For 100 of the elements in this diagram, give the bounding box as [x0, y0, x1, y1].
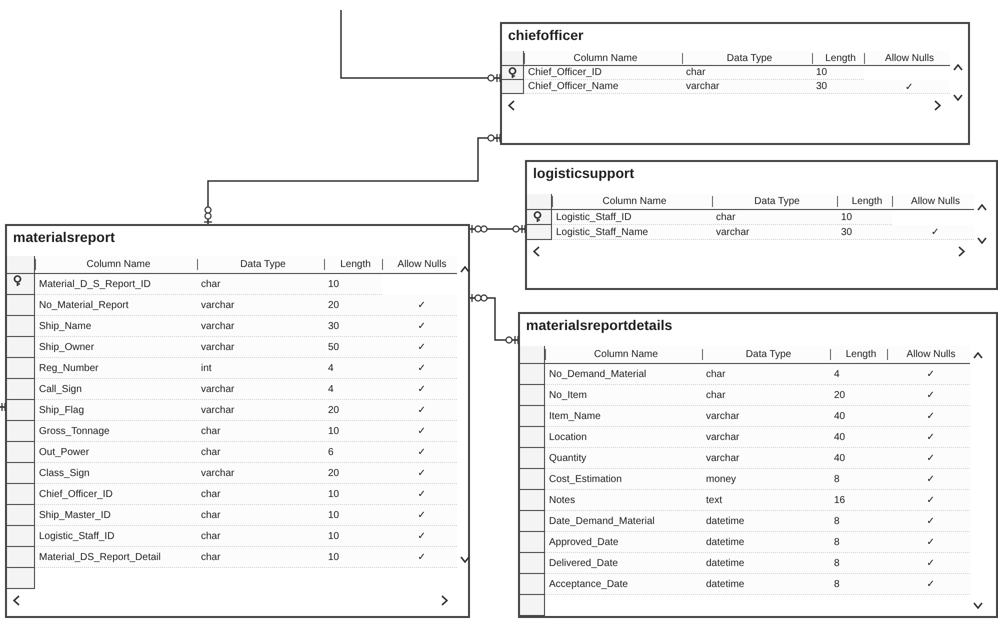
column-name: No_Demand_Material: [548, 368, 648, 380]
length-value: 40: [833, 432, 846, 442]
table-row: [527, 210, 892, 225]
data-type: varchar: [200, 300, 236, 310]
data-type: char: [200, 510, 222, 520]
column-name: Material_DS_Report_Detail: [38, 552, 162, 562]
check-mark: ✓: [416, 299, 426, 311]
length-value: 10: [327, 278, 340, 290]
table-title: logisticsupport: [533, 165, 634, 181]
data-type: datetime: [705, 578, 746, 590]
data-type: text: [705, 494, 724, 506]
table-card: [500, 22, 970, 145]
column-name: Ship_Flag: [38, 404, 86, 416]
data-type: int: [200, 362, 213, 374]
column-header: Allow Nulls: [864, 52, 950, 64]
table-row: [7, 484, 457, 505]
table-row: [520, 469, 970, 490]
data-type: varchar: [705, 432, 740, 442]
data-type: char: [200, 488, 222, 500]
table-title: materialsreportdetails: [526, 317, 672, 333]
check-mark: ✓: [416, 383, 426, 395]
relationship-line: [340, 10, 501, 83]
length-value: 8: [833, 474, 841, 484]
check-mark: ✓: [416, 467, 426, 479]
length-value: 10: [327, 426, 340, 436]
table-row: [520, 385, 970, 406]
table-row: [7, 547, 457, 568]
data-type: varchar: [200, 468, 236, 478]
check-mark: ✓: [926, 368, 936, 380]
column-name: Out_Power: [38, 446, 90, 458]
check-mark: ✓: [926, 578, 936, 590]
relationship-line: [0, 402, 6, 412]
check-mark: ✓: [416, 362, 426, 374]
check-mark: ✓: [926, 431, 936, 443]
length-value: 40: [833, 452, 846, 464]
check-mark: ✓: [904, 80, 914, 92]
table-row: [7, 526, 457, 547]
data-type: char: [200, 552, 222, 562]
column-header: Data Type: [197, 259, 324, 270]
column-name: Date_Demand_Material: [548, 516, 656, 526]
table-row: [7, 400, 457, 421]
column-name: Item_Name: [548, 410, 602, 422]
data-type: char: [200, 278, 222, 290]
column-name: No_Item: [548, 390, 588, 400]
check-mark: ✓: [416, 509, 426, 521]
column-name: Approved_Date: [548, 536, 620, 548]
table-row: [520, 427, 970, 448]
length-value: 6: [327, 446, 335, 458]
table-row: [7, 442, 457, 463]
length-value: 40: [833, 410, 846, 422]
length-value: 20: [327, 404, 340, 416]
data-type: char: [705, 368, 726, 380]
data-type: varchar: [715, 226, 750, 238]
table-title: chiefofficer: [508, 27, 584, 43]
table-row: [520, 490, 970, 511]
length-value: 4: [327, 384, 335, 394]
data-type: datetime: [705, 558, 746, 568]
column-header: Length: [324, 259, 382, 270]
data-type: char: [200, 426, 222, 436]
table-row: [520, 448, 970, 469]
data-type: varchar: [200, 384, 236, 394]
length-value: 4: [833, 368, 841, 380]
column-name: Chief_Officer_Name: [527, 81, 620, 92]
table-row: [7, 505, 457, 526]
column-name: Quantity: [548, 452, 588, 464]
column-name: Reg_Number: [38, 362, 100, 374]
length-value: 8: [833, 536, 841, 548]
relationship-line: [469, 293, 519, 345]
data-type: varchar: [200, 320, 236, 332]
table-row: [7, 337, 457, 358]
relationship-line: [203, 133, 501, 225]
length-value: 8: [833, 558, 841, 568]
table-card: [525, 160, 998, 290]
column-header: Allow Nulls: [887, 349, 970, 360]
check-mark: ✓: [930, 226, 940, 238]
length-value: 8: [833, 578, 841, 590]
length-value: 10: [327, 552, 340, 562]
column-header: Allow Nulls: [892, 196, 974, 207]
column-name: Logistic_Staff_ID: [38, 530, 116, 542]
data-type: char: [715, 212, 736, 222]
length-value: 10: [327, 530, 340, 542]
column-name: Acceptance_Date: [548, 578, 629, 590]
data-type: char: [685, 67, 706, 78]
column-header: Column Name: [524, 52, 682, 64]
data-type: varchar: [705, 410, 740, 422]
column-header: Length: [812, 52, 864, 64]
length-value: 10: [840, 212, 854, 222]
length-value: 4: [327, 362, 335, 374]
length-value: 8: [833, 516, 841, 526]
length-value: 30: [327, 320, 340, 332]
data-type: varchar: [705, 452, 740, 464]
column-name: Ship_Name: [38, 320, 92, 332]
column-name: Material_D_S_Report_ID: [38, 278, 152, 290]
column-name: Ship_Owner: [38, 342, 96, 352]
table-title: materialsreport: [13, 229, 115, 245]
length-value: 16: [833, 494, 846, 506]
data-type: char: [705, 390, 726, 400]
length-value: 10: [327, 488, 340, 500]
table-row: [7, 379, 457, 400]
column-name: Call_Sign: [38, 384, 83, 394]
